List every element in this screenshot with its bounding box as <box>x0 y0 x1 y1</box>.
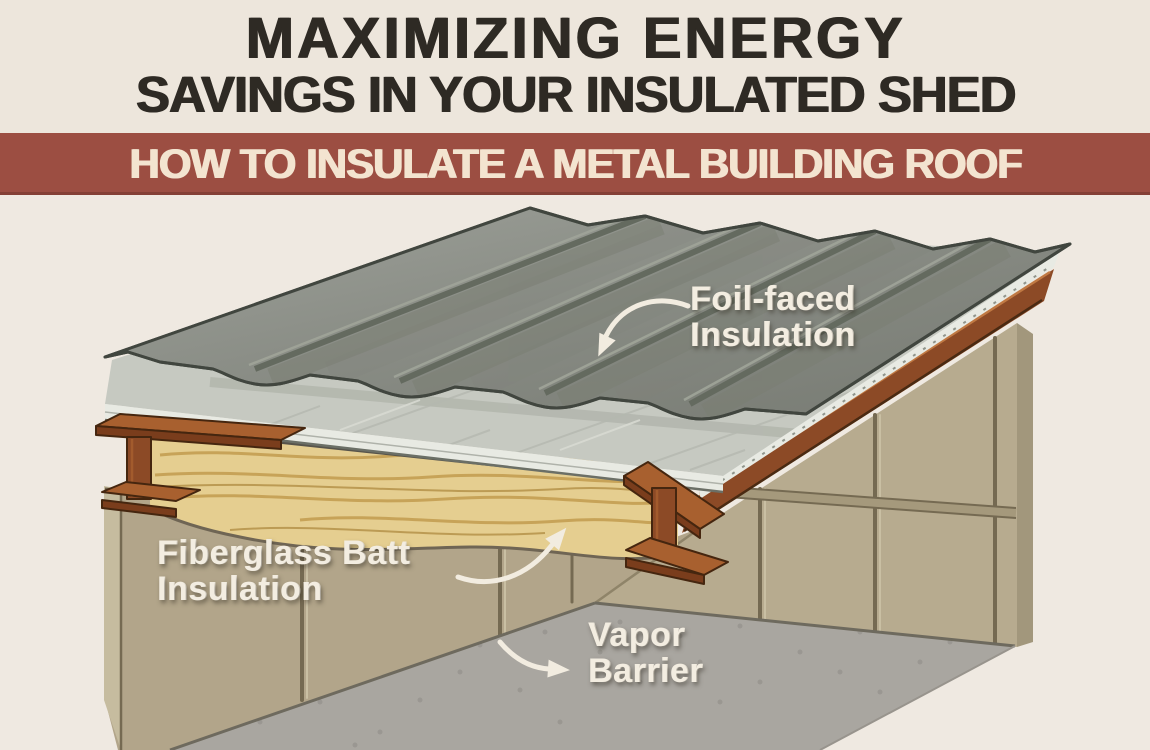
fascia-shadow <box>683 298 1043 533</box>
label-foil-line-1: Foil-faced <box>690 280 856 318</box>
fiberglass-label-arrow <box>455 542 555 585</box>
page-title-line-1: MAXIMIZING ENERGY <box>244 6 906 71</box>
floor-edge-left <box>169 601 596 750</box>
roof-cross-section-drawing <box>95 206 1072 750</box>
label-fiberglass-line-2: Insulation <box>157 570 323 609</box>
subtitle-banner-text: HOW TO INSULATE A METAL BUILDING ROOF <box>128 140 1022 187</box>
wall-left-side-edge <box>104 486 121 750</box>
label-foil-faced-insulation: Foil-faced Insulation <box>690 281 856 354</box>
label-vapor-barrier: Vapor Barrier <box>588 617 703 690</box>
wall-girt <box>699 484 1017 519</box>
vapor-barrier-surface <box>170 603 1015 750</box>
page-title-line-2: SAVINGS IN YOUR INSULATED SHED <box>135 66 1016 123</box>
vapor-barrier-floor <box>169 601 1016 750</box>
shed-roof-illustration: Foil-faced Insulation Fiberglass Batt In… <box>0 195 1150 750</box>
foil-right-edge-strip <box>700 250 1060 499</box>
i-beam-left <box>95 413 306 518</box>
wall-right-side-edge <box>1017 323 1033 647</box>
vapor-barrier-speckles <box>257 619 953 748</box>
label-vapor-line-2: Barrier <box>588 652 704 691</box>
foil-label-arrow <box>603 298 691 339</box>
vapor-arrowhead-icon <box>547 659 570 678</box>
metal-roof-outline <box>103 206 1072 421</box>
foil-arrowhead-icon <box>598 332 616 357</box>
fiberglass-bottom-edge <box>149 506 679 561</box>
subtitle-banner: HOW TO INSULATE A METAL BUILDING ROOF <box>0 133 1150 195</box>
i-beam-right <box>623 461 729 585</box>
vapor-label-arrow <box>497 639 552 672</box>
floor-edge-right <box>594 601 1016 648</box>
label-vapor-line-1: Vapor <box>588 616 685 654</box>
fiberglass-arrowhead-icon <box>545 527 567 551</box>
floor-front-edge <box>819 645 1016 750</box>
annotation-arrowheads <box>545 332 616 678</box>
wall-left-face <box>105 488 700 750</box>
label-fiberglass-batt-insulation: Fiberglass Batt Insulation <box>157 535 410 608</box>
label-fiberglass-line-1: Fiberglass Batt <box>157 534 411 572</box>
annotation-arrows <box>455 298 691 672</box>
label-foil-line-2: Insulation <box>690 316 856 355</box>
rafter-fascia-board <box>682 269 1054 533</box>
header: MAXIMIZING ENERGY SAVINGS IN YOUR INSULA… <box>0 0 1150 133</box>
fiberglass-batt-body <box>150 428 678 559</box>
